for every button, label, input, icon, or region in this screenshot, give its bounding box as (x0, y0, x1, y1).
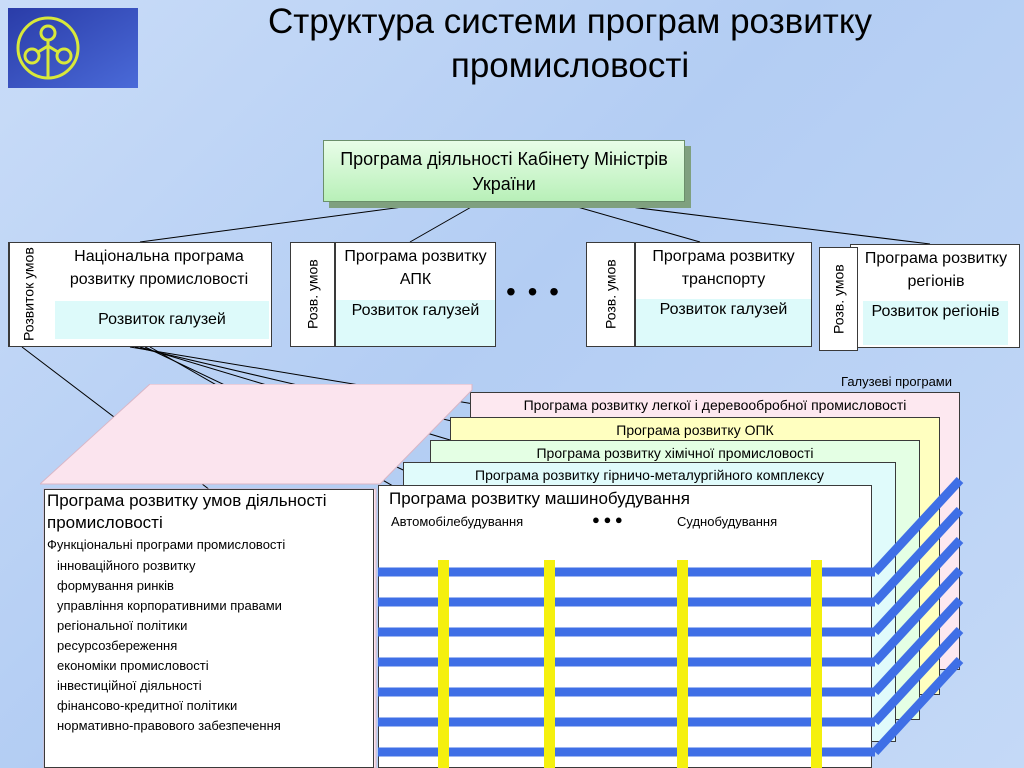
branch-program-title: Програма розвитку хімічної промисловості (536, 445, 814, 461)
machine-left-label: Автомобілебудування (391, 514, 524, 529)
ellipsis-dots: • • • (506, 276, 561, 307)
logo-icon (8, 8, 138, 88)
program-sub-box: Розвиток галузей (55, 301, 269, 339)
machine-dots: ● ● ● (592, 512, 623, 527)
program-side-label: Розвиток умов (9, 243, 47, 346)
list-item: нормативно-правового забезпечення (57, 718, 281, 733)
program-sub-box: Розвиток галузей (336, 300, 495, 346)
branch-program-title: Програма розвитку ОПК (616, 422, 774, 438)
national-program-box: Розвиток умов Національна програма розви… (8, 242, 272, 347)
list-item: інноваційного розвитку (57, 558, 196, 573)
program-title: Національна програма розвитку промислово… (69, 248, 249, 288)
regions-side-box: Розв. умов (819, 247, 858, 351)
branch-programs-label: Галузеві програми (841, 374, 952, 389)
program-title: Програма розвитку АПК (344, 248, 487, 288)
machine-program-title: Програма розвитку машинобудування (389, 489, 690, 508)
program-title: Програма розвитку транспорту (652, 248, 795, 288)
program-grid-bars (378, 476, 964, 768)
list-item: інвестиційної діяльності (57, 678, 202, 693)
cabinet-program-box: Програма діяльності Кабінету Міністрів У… (323, 140, 685, 202)
program-sub-box: Розвиток галузей (636, 299, 811, 346)
apk-program-box: Програма розвитку АПК Розвиток галузей (335, 242, 496, 347)
list-item: економіки промисловості (57, 658, 209, 673)
conditions-title: Програма розвитку умов діяльності промис… (47, 491, 327, 532)
machine-right-label: Суднобудування (677, 514, 778, 529)
transport-program-box: Програма розвитку транспорту Розвиток га… (635, 242, 812, 347)
branch-program-title: Програма розвитку гірничо-металургійного… (475, 467, 824, 483)
regions-program-box: Програма розвитку регіонів Розвиток регі… (850, 244, 1020, 348)
program-title: Програма розвитку регіонів (864, 250, 1008, 290)
list-item: формування ринків (57, 578, 174, 593)
program-sub-box: Розвиток регіонів (863, 301, 1008, 345)
list-item: управління корпоративними правами (57, 598, 282, 613)
list-item: фінансово-кредитної політики (57, 698, 238, 713)
conditions-program-box: Програма розвитку умов діяльності промис… (44, 489, 374, 768)
program-side-label: Розв. умов (602, 259, 619, 330)
list-item: регіональної політики (57, 618, 188, 633)
transport-side-box: Розв. умов (586, 242, 635, 347)
apk-side-box: Розв. умов (290, 242, 335, 347)
list-item: ресурсозбереження (57, 638, 178, 653)
branch-program-title: Програма розвитку легкої і деревообробно… (523, 397, 907, 413)
page-title: Структура системи програм розвитку проми… (267, 2, 873, 85)
program-side-label: Розв. умов (830, 264, 847, 334)
program-side-label: Розв. умов (304, 259, 321, 330)
functional-programs-list: інноваційного розвитку формування ринків… (57, 556, 373, 736)
conditions-subtitle: Функціональні програми промисловості (47, 537, 286, 552)
